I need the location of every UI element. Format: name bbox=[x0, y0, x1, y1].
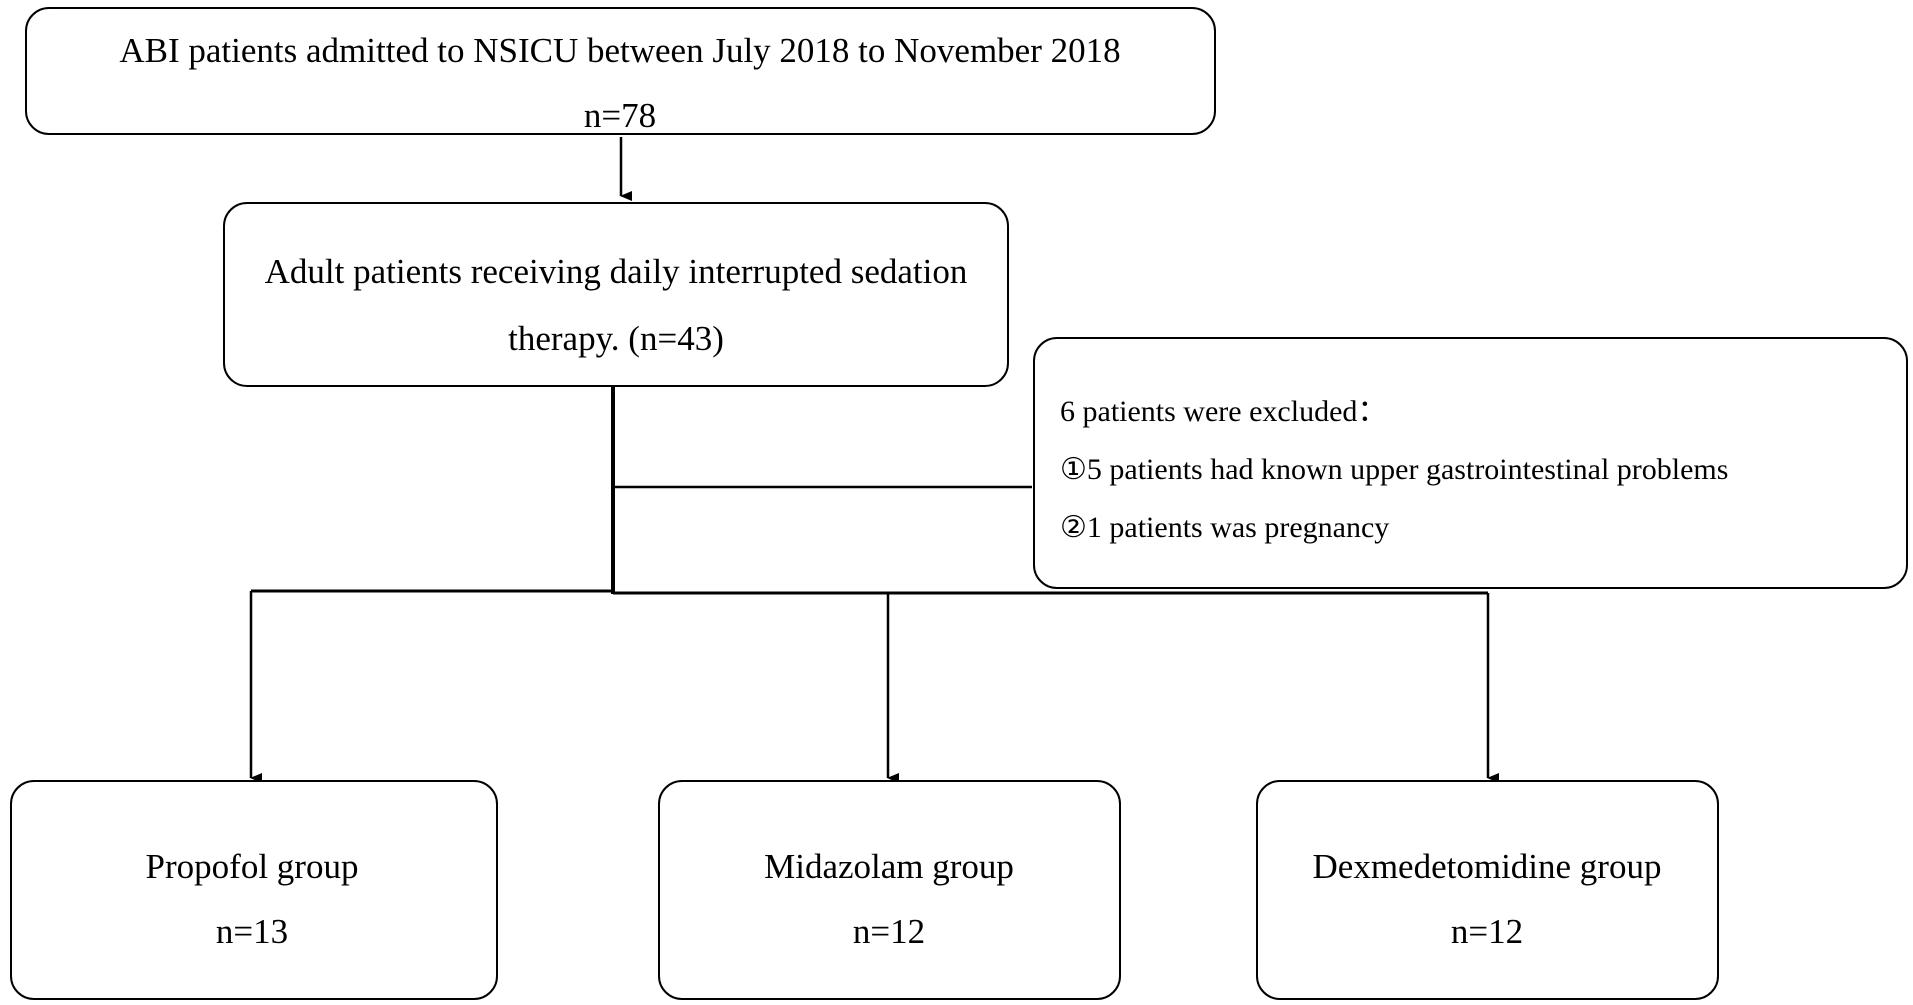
group-n-dexmedetomidine: n=12 bbox=[1450, 912, 1524, 951]
eligible-line1: Adult patients receiving daily interrupt… bbox=[264, 252, 968, 291]
excluded-reason-1: ①5 patients had known upper gastrointest… bbox=[1060, 453, 1729, 486]
group-box-midazolam bbox=[658, 780, 1121, 1000]
enrolled-box bbox=[25, 7, 1216, 135]
enrolled-line1: ABI patients admitted to NSICU between J… bbox=[119, 31, 1121, 70]
group-box-dexmedetomidine bbox=[1256, 780, 1719, 1000]
group-name-midazolam: Midazolam group bbox=[764, 847, 1014, 886]
group-name-propofol: Propofol group bbox=[145, 847, 359, 886]
excluded-reason-2: ②1 patients was pregnancy bbox=[1060, 511, 1390, 544]
excluded-heading: 6 patients were excluded： bbox=[1060, 395, 1388, 428]
eligible-line2: therapy. (n=43) bbox=[508, 319, 724, 358]
excluded-box bbox=[1033, 337, 1908, 589]
group-n-propofol: n=13 bbox=[215, 912, 289, 951]
group-n-midazolam: n=12 bbox=[852, 912, 926, 951]
group-name-dexmedetomidine: Dexmedetomidine group bbox=[1312, 847, 1662, 886]
group-box-propofol bbox=[10, 780, 498, 1000]
enrolled-line2: n=78 bbox=[583, 96, 657, 135]
eligible-box bbox=[223, 202, 1009, 387]
